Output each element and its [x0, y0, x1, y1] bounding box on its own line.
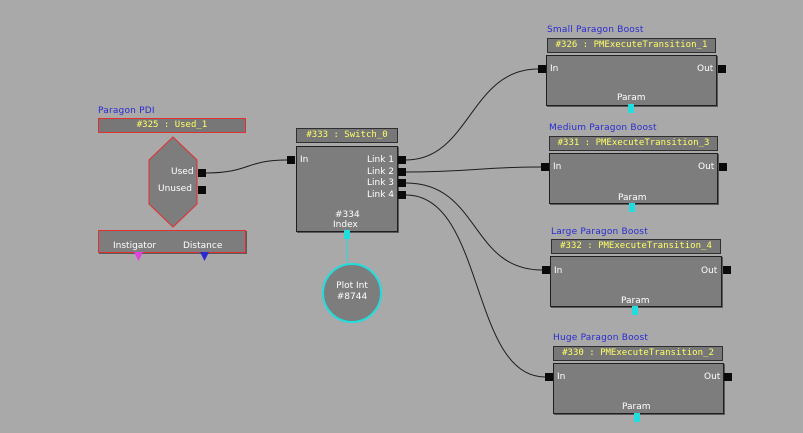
large-boost-out-pin[interactable]	[723, 266, 731, 274]
plot-int-label: Plot Int	[336, 281, 368, 291]
medium-boost-out-pin[interactable]	[719, 163, 727, 171]
paragon-pdi-category: Paragon PDI	[98, 106, 155, 116]
small-boost-out-label: Out	[697, 64, 714, 74]
plot-int-id: #8744	[336, 292, 368, 302]
medium-boost-category: Medium Paragon Boost	[549, 123, 657, 133]
switch-link-pin-1[interactable]	[398, 156, 406, 164]
var-label-distance: Distance	[183, 241, 223, 251]
medium-boost-param-pin[interactable]	[629, 203, 635, 212]
medium-boost-param-label: Param	[618, 193, 647, 203]
instigator-pin-icon[interactable]	[134, 252, 144, 262]
switch-link-pin-2[interactable]	[398, 168, 406, 176]
huge-boost-title[interactable]: #330 : PMExecuteTransition_2	[553, 346, 723, 361]
switch-link-pin-3[interactable]	[398, 179, 406, 187]
switch-node-body[interactable]: In Link 1 Link 2 Link 3 Link 4 #334 Inde…	[296, 146, 398, 232]
output-label-used: Used	[171, 167, 194, 177]
medium-boost-in-pin[interactable]	[541, 163, 549, 171]
huge-boost-param-label: Param	[622, 402, 651, 412]
small-boost-out-pin[interactable]	[718, 65, 726, 73]
medium-boost-body[interactable]: In Out Param	[549, 153, 718, 204]
switch-link-label-2: Link 2	[367, 167, 395, 177]
huge-boost-in-pin[interactable]	[545, 373, 553, 381]
small-boost-title[interactable]: #326 : PMExecuteTransition_1	[547, 38, 716, 53]
huge-boost-body[interactable]: In Out Param	[553, 363, 724, 414]
switch-link-pin-4[interactable]	[398, 191, 406, 199]
large-boost-in-label: In	[554, 266, 563, 276]
switch-link-label-4: Link 4	[367, 190, 395, 200]
huge-boost-param-pin[interactable]	[634, 413, 640, 422]
wire-link4-to-huge	[405, 194, 546, 378]
large-boost-param-pin[interactable]	[632, 306, 638, 315]
medium-boost-title[interactable]: #331 : PMExecuteTransition_3	[549, 136, 718, 151]
small-boost-in-label: In	[550, 64, 559, 74]
plot-int-variable[interactable]: Plot Int #8744	[322, 263, 382, 323]
small-boost-param-pin[interactable]	[628, 104, 634, 113]
large-boost-body[interactable]: In Out Param	[550, 256, 722, 307]
small-boost-param-label: Param	[617, 93, 646, 103]
output-pin-used[interactable]	[198, 169, 206, 177]
huge-boost-out-label: Out	[704, 372, 721, 382]
huge-boost-out-pin[interactable]	[724, 373, 732, 381]
large-boost-in-pin[interactable]	[542, 266, 550, 274]
wire-link1-to-small	[405, 68, 539, 161]
wire-link2-to-medium	[405, 166, 542, 173]
large-boost-title[interactable]: #332 : PMExecuteTransition_4	[551, 239, 721, 254]
switch-node-title[interactable]: #333 : Switch_0	[296, 128, 398, 143]
switch-link-label-1: Link 1	[367, 155, 395, 165]
switch-index-id: #334	[335, 210, 360, 220]
small-boost-in-pin[interactable]	[538, 65, 546, 73]
paragon-pdi-title[interactable]: #325 : Used_1	[98, 118, 246, 133]
paragon-pdi-variable-bar: Instigator Distance	[98, 230, 246, 253]
small-boost-body[interactable]: In Out Param	[546, 55, 717, 106]
medium-boost-in-label: In	[553, 162, 562, 172]
huge-boost-category: Huge Paragon Boost	[553, 333, 649, 343]
large-boost-out-label: Out	[701, 266, 718, 276]
medium-boost-out-label: Out	[698, 162, 715, 172]
wire-used-to-switch	[205, 159, 288, 174]
large-boost-category: Large Paragon Boost	[551, 227, 648, 237]
small-boost-category: Small Paragon Boost	[547, 25, 644, 35]
switch-input-pin[interactable]	[287, 156, 295, 164]
paragon-pdi-condition-shape[interactable]	[148, 136, 198, 228]
wire-link3-to-large	[405, 182, 543, 271]
huge-boost-in-label: In	[557, 372, 566, 382]
switch-input-label: In	[300, 155, 309, 165]
var-label-instigator: Instigator	[113, 241, 157, 251]
large-boost-param-label: Param	[621, 296, 650, 306]
output-pin-unused[interactable]	[198, 186, 206, 194]
switch-link-label-3: Link 3	[367, 178, 395, 188]
output-label-unused: Unused	[158, 184, 192, 194]
switch-index-pin[interactable]	[344, 230, 350, 239]
switch-index-label: Index	[333, 220, 358, 230]
distance-pin-icon[interactable]	[200, 252, 210, 262]
